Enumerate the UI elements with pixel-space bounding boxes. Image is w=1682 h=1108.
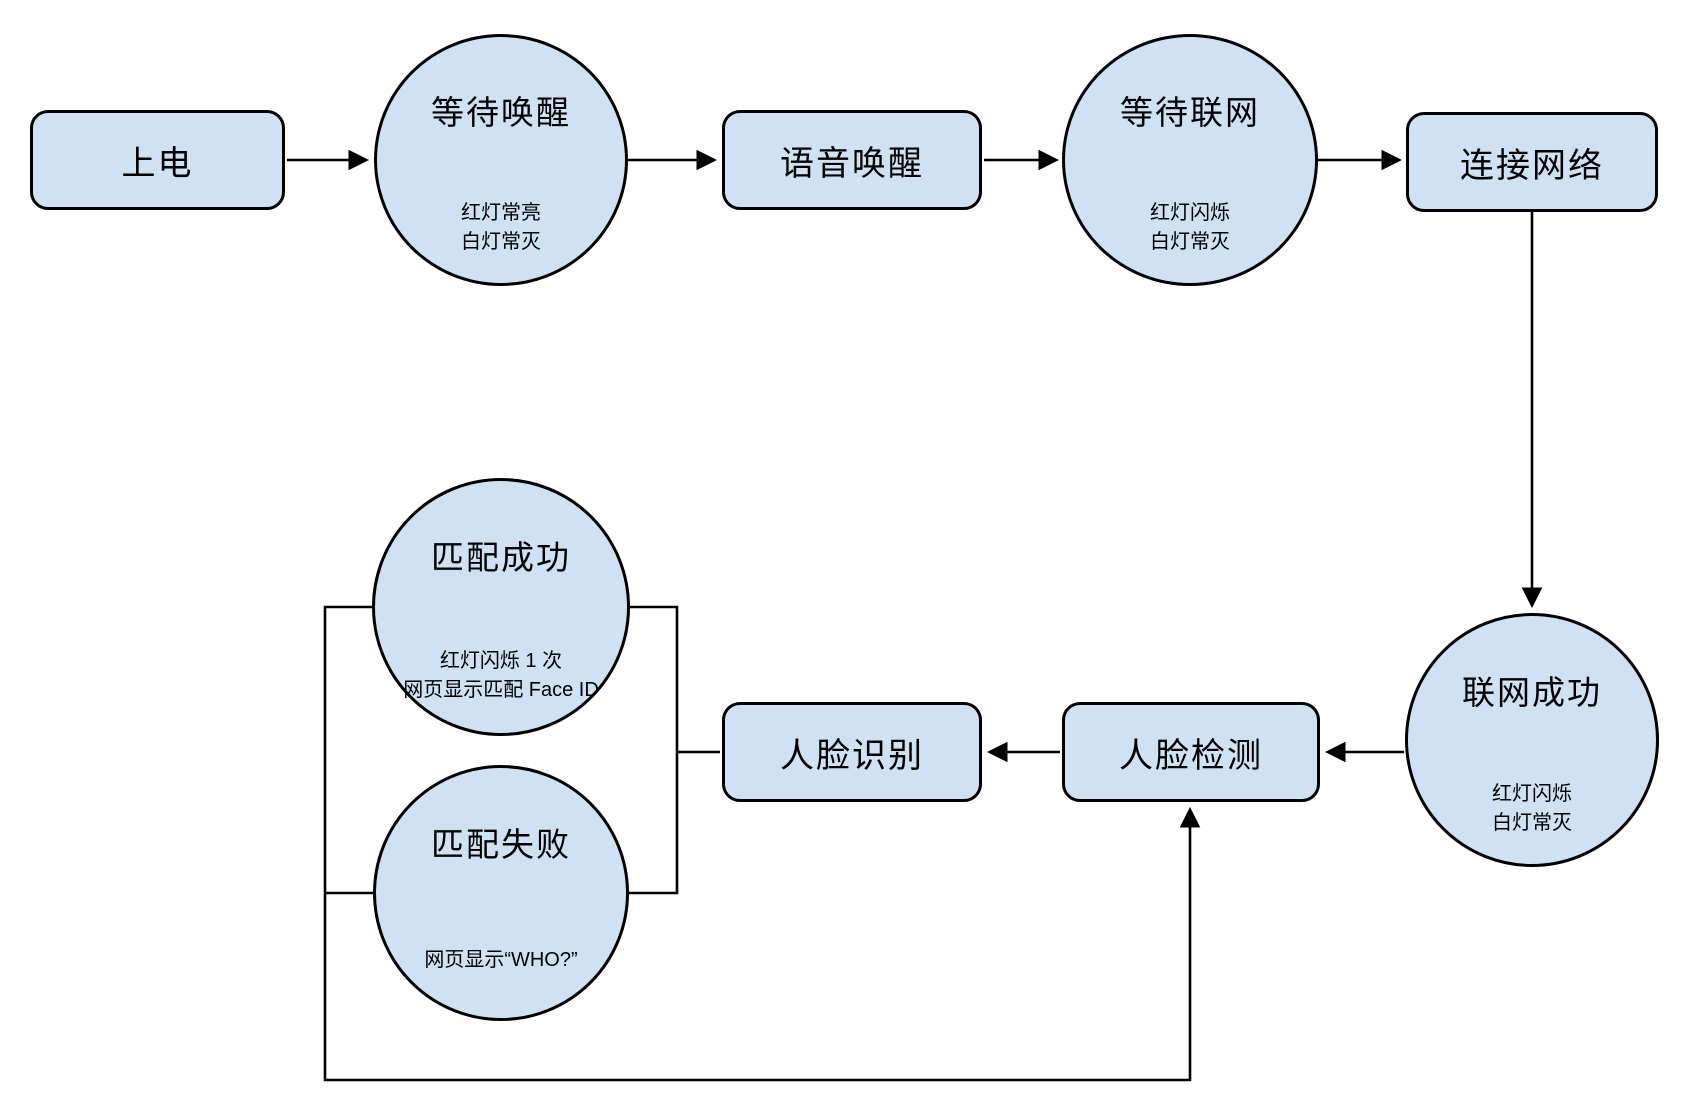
note-line: 红灯常亮 <box>461 202 541 225</box>
note-line: 网页显示“WHO?” <box>424 948 578 971</box>
loop-match-results-to-face-detect <box>323 605 1201 1082</box>
note-line: 红灯闪烁 <box>1150 202 1230 225</box>
node-voice-wake: 语音唤醒 <box>722 110 982 210</box>
node-wait-network: 等待联网 红灯闪烁 白灯常灭 <box>1062 34 1318 286</box>
node-power-on-label: 上电 <box>121 144 194 183</box>
bracket-match-results <box>629 605 679 895</box>
node-connect-network: 连接网络 <box>1406 112 1658 212</box>
node-face-recognize: 人脸识别 <box>722 702 982 802</box>
node-network-success: 联网成功 红灯闪烁 白灯常灭 <box>1405 613 1659 867</box>
node-network-success-notes: 红灯闪烁 白灯常灭 <box>1408 780 1656 838</box>
node-face-detect: 人脸检测 <box>1062 702 1320 802</box>
note-line: 网页显示匹配 Face ID <box>403 679 599 702</box>
node-match-fail-label: 匹配失败 <box>431 826 571 863</box>
note-line: 红灯闪烁 1 次 <box>439 650 563 673</box>
node-wait-network-notes: 红灯闪烁 白灯常灭 <box>1065 199 1315 257</box>
note-line: 红灯闪烁 <box>1492 782 1572 805</box>
node-voice-wake-label: 语音唤醒 <box>780 144 924 183</box>
node-wait-wake-notes: 红灯常亮 白灯常灭 <box>377 199 625 257</box>
node-match-success-notes: 红灯闪烁 1 次 网页显示匹配 Face ID <box>375 647 627 705</box>
node-connect-network-label: 连接网络 <box>1460 146 1604 185</box>
node-network-success-label: 联网成功 <box>1462 673 1602 711</box>
note-line: 白灯常灭 <box>1150 231 1230 254</box>
node-wait-wake: 等待唤醒 红灯常亮 白灯常灭 <box>374 34 628 286</box>
node-match-success: 匹配成功 红灯闪烁 1 次 网页显示匹配 Face ID <box>372 478 630 736</box>
node-match-fail: 匹配失败 网页显示“WHO?” <box>373 765 629 1021</box>
node-face-recognize-label: 人脸识别 <box>780 736 924 775</box>
node-match-success-label: 匹配成功 <box>431 539 571 577</box>
note-line: 白灯常灭 <box>461 231 541 254</box>
node-power-on: 上电 <box>30 110 285 210</box>
note-line: 白灯常灭 <box>1492 811 1572 834</box>
node-face-detect-label: 人脸检测 <box>1119 736 1263 775</box>
node-wait-network-label: 等待联网 <box>1120 94 1260 132</box>
node-wait-wake-label: 等待唤醒 <box>431 94 571 132</box>
node-match-fail-notes: 网页显示“WHO?” <box>376 946 626 975</box>
